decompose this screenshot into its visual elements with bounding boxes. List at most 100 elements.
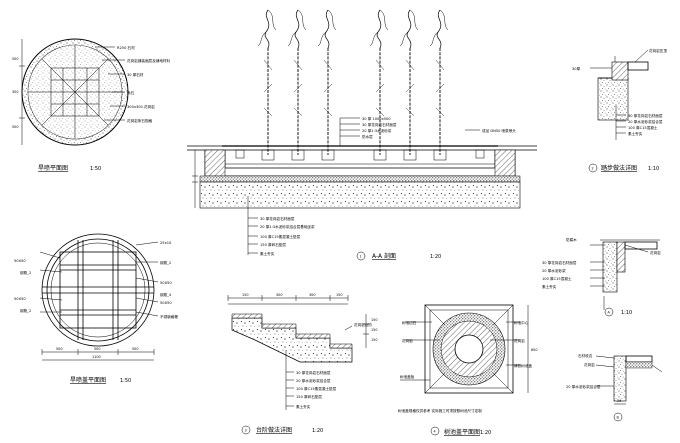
grate-note-r6: 不锈钢格栅 <box>160 314 178 319</box>
edge-marker: 2 <box>592 167 594 171</box>
aa-note-bot-2: 20 厚1:3水泥砂浆结合层基础坐浆 <box>260 224 315 229</box>
plan-title: 旱喷平面图 <box>38 164 68 172</box>
step-rise-1: 150 <box>371 318 377 322</box>
plan-tree-pool: R250 石材 花岗岩铺装面层及铺地材料 30 厚石材 砾石 300x300 花… <box>12 38 171 172</box>
tree-grate: 树池边石 花岗岩 树池盖板 树池中心 花岗岩 铸铁树池盖 800 树池盖规格仅供… <box>398 304 537 436</box>
a-marker: A <box>608 311 611 315</box>
tg-marker: 4 <box>434 430 436 434</box>
detail-edge: 花岗岩压顶 30厚 30 厚花岗岩石材面层 20 厚水泥砂浆结合层 100 厚C… <box>572 48 667 173</box>
plan-dim-2: 300 <box>12 90 18 94</box>
step-dim-4: 150 <box>336 293 342 297</box>
step-title: 台阶做法详图 <box>256 426 292 434</box>
tg-dim: 800 <box>531 348 537 352</box>
tg-note-r3: 铸铁树池盖 <box>514 363 532 368</box>
grate-note-r2: 钢筋_2 <box>160 260 171 265</box>
plan-note-2: 花岗岩铺装面层及铺地材料 <box>127 58 171 63</box>
step-scale: 1:20 <box>312 428 323 434</box>
grate-title: 旱喷盖平面图 <box>70 376 106 384</box>
step-marker: 3 <box>245 429 247 433</box>
plan-dim-1: 500 <box>12 57 18 61</box>
step-note-4: 150 厚碎石垫层 <box>296 394 322 399</box>
aa-note-top-4: 防水层 <box>362 134 373 139</box>
edge-note-6: 素土夯实 <box>628 131 643 136</box>
plan-scale: 1:50 <box>90 166 101 172</box>
a-note-1: 花岗岩 <box>650 250 661 255</box>
detail-a: 防腐木 花岗岩 30 厚花岗岩石材面层 20 厚水泥砂浆 100 厚C15混凝土… <box>542 237 661 317</box>
b-marker: B <box>617 416 620 420</box>
grate-dim-3: 500 <box>132 347 138 351</box>
aa-note-top-1: 30 厚 1000x500 <box>362 116 391 121</box>
b-note-1: 石材收边 <box>578 353 593 358</box>
step-rise-2: 150 <box>371 328 377 332</box>
a-label-top: 防腐木 <box>566 237 577 242</box>
grate-scale: 1:50 <box>120 378 131 384</box>
grate-note-l1: 50X50 <box>14 259 26 263</box>
step-dim-3: 300 <box>309 293 315 297</box>
step-label-right: 花岗岩台阶 <box>354 322 372 327</box>
tg-scale: 1:20 <box>480 430 491 436</box>
aa-note-bot-1: 30 厚花岗岩石材面层 <box>260 216 295 221</box>
step-note-3: 100 厚C15素混凝土垫层 <box>296 386 337 391</box>
b-dim: 20 <box>617 399 621 403</box>
step-note-1: 30 厚花岗岩石材面层 <box>296 370 331 375</box>
grate-note-r4: 钢筋_4 <box>160 292 172 297</box>
a-note-5: 素土夯实 <box>542 284 557 289</box>
edge-note-3: 30 厚花岗岩石材面层 <box>628 113 663 118</box>
step-note-5: 素土夯实 <box>296 404 311 409</box>
tg-footnote: 树池盖规格仅供参考 实际施工时须按照树池尺寸定制 <box>398 408 482 413</box>
grate-dim-2: 500 <box>94 347 100 351</box>
step-dim-1: 150 <box>242 293 248 297</box>
detail-step: 150 300 300 150 150 150 150 花岗岩台阶 30 厚花岗… <box>227 293 377 435</box>
edge-title: 踏步做法详图 <box>601 164 637 172</box>
tg-note-l2: 花岗岩 <box>402 338 413 343</box>
aa-note-top-3: 20 厚1:3水泥砂浆 <box>362 128 392 133</box>
grate-dim-total: 1100 <box>92 355 101 359</box>
step-dim-2: 300 <box>276 293 282 297</box>
aa-note-bot-3: 100 厚C15素混凝土垫层 <box>260 234 301 239</box>
plan-note-5: 300x300 花岗岩 <box>127 104 155 109</box>
plan-note-3: 30 厚石材 <box>127 72 144 77</box>
tg-note-r2: 花岗岩 <box>514 338 525 343</box>
a-note-2: 30 厚花岗岩石材面层 <box>542 260 577 265</box>
b-note-3: 20 厚水泥砂浆结合层 <box>566 384 601 389</box>
grate-note-r3: 50X50 <box>160 281 172 285</box>
plan-note-6: 花岗岩条石规格 <box>127 118 153 123</box>
edge-scale: 1:10 <box>648 166 659 172</box>
plan-note-1: R250 石材 <box>117 45 135 50</box>
aa-note-bot-4: 150 厚碎石垫层 <box>260 242 286 247</box>
a-note-4: 100 厚C15混凝土 <box>542 276 572 281</box>
aa-marker: 1 <box>360 255 362 259</box>
a-note-3: 20 厚水泥砂浆 <box>542 268 566 273</box>
grate-note-r1: 25x10 <box>160 241 172 245</box>
edge-note-2: 30厚 <box>572 66 581 71</box>
water-jets <box>257 9 449 156</box>
grate-note-l2: 钢筋_2 <box>20 270 31 275</box>
aa-title: A-A 剖面 <box>372 252 396 260</box>
step-rise-3: 150 <box>371 338 377 342</box>
plan-leader-lines <box>95 46 125 121</box>
plan-grate: 50X50 钢筋_2 50X50 钢筋_2 25x10 钢筋_2 50X50 钢… <box>14 233 178 384</box>
aa-note-pipe: 成品 DN50 喷泉喷头 <box>482 128 516 133</box>
aa-note-bot-5: 素土夯实 <box>260 251 275 256</box>
a-scale: 1:10 <box>621 310 632 316</box>
b-note-2: 花岗岩 <box>584 362 595 367</box>
grate-note-r5: 50X50 <box>160 301 172 305</box>
aa-note-top-2: 30 厚花岗岩石材面层 <box>362 122 397 127</box>
tg-title: 树池盖平面图 <box>444 428 480 436</box>
edge-note-4: 20 厚水泥砂浆结合层 <box>628 119 663 124</box>
aa-scale: 1:20 <box>430 254 441 260</box>
step-note-2: 20 厚水泥砂浆结合层 <box>296 378 331 383</box>
plan-dim-3: 500 <box>12 125 18 129</box>
tg-note-r1: 树池中心 <box>514 320 529 325</box>
edge-note-5: 100 厚C15混凝土 <box>628 125 658 130</box>
grate-dim-1: 500 <box>56 347 62 351</box>
detail-b: 石材收边 花岗岩 20 厚水泥砂浆结合层 20 B <box>566 353 663 422</box>
tg-note-l3: 树池盖板 <box>400 374 415 379</box>
edge-note-1: 花岗岩压顶 <box>649 48 667 53</box>
tg-note-l1: 树池边石 <box>402 320 417 325</box>
grate-note-l3: 50X50 <box>14 297 26 301</box>
plan-note-4: 砾石 <box>127 90 135 95</box>
section-aa: 30 厚 1000x500 30 厚花岗岩石材面层 20 厚1:3水泥砂浆 防水… <box>187 9 537 261</box>
grate-note-l4: 钢筋_2 <box>20 308 31 313</box>
